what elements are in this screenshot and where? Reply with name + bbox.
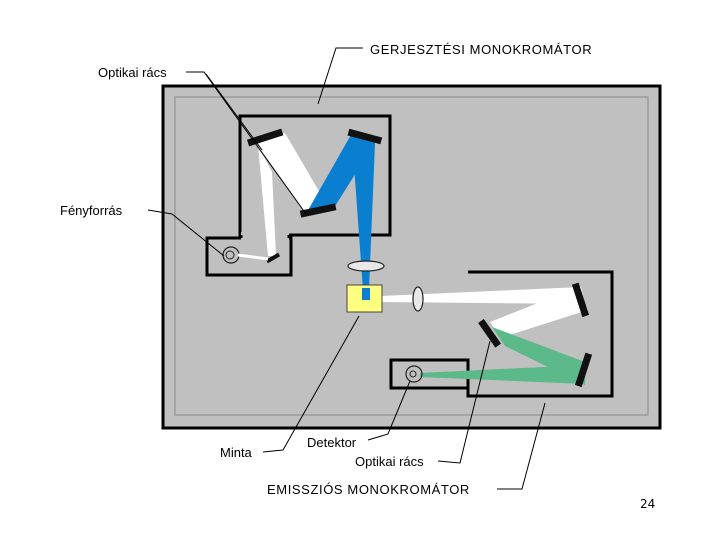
excitation-white-beam-collimated (256, 133, 330, 213)
label-grating-top: Optikai rács (98, 65, 167, 80)
emission-collimating-mirror (571, 282, 590, 318)
lamp-beam (237, 253, 269, 261)
detector-inner (409, 370, 417, 378)
leader-light-source (147, 209, 225, 257)
leader-excitation-mono (317, 47, 363, 105)
page-number: 24 (640, 497, 656, 511)
emission-white-beam-in (380, 287, 585, 304)
excitation-focusing-mirror (347, 128, 383, 145)
excitation-white-beam-in (258, 145, 276, 256)
emission-focusing-mirror (574, 352, 593, 388)
leader-grating-bottom (437, 340, 491, 464)
leader-emission-mono (497, 402, 546, 490)
excitation-monochromator-box (238, 114, 392, 237)
label-sample: Minta (220, 445, 253, 460)
leader-detector (367, 380, 411, 441)
label-excitation-monochromator: GERJESZTÉSI MONOKROMÁTOR (370, 42, 592, 57)
leader-grating-top-2 (205, 73, 263, 151)
source-mirror (265, 252, 281, 264)
leader-lines (147, 47, 546, 490)
excitation-lens (347, 260, 385, 272)
label-grating-bottom: Optikai rács (355, 454, 424, 469)
detector-icon (405, 365, 423, 383)
emission-grating (478, 318, 502, 348)
leader-sample (262, 315, 360, 453)
label-emission-monochromator: EMISSZIÓS MONOKROMÁTOR (267, 482, 470, 497)
emission-green-beam-out (420, 365, 585, 384)
excitation-blue-beam-out (352, 138, 375, 290)
emission-white-beam-collimated (490, 287, 588, 338)
leader-grating-top (186, 71, 307, 215)
lamp-inner (225, 250, 235, 260)
emission-lens (412, 286, 424, 312)
label-detector: Detektor (307, 435, 357, 450)
label-light-source: Fényforrás (60, 203, 123, 218)
light-source-gap (241, 232, 289, 240)
sample-beam-spot (362, 288, 370, 300)
excitation-grating (299, 203, 337, 218)
